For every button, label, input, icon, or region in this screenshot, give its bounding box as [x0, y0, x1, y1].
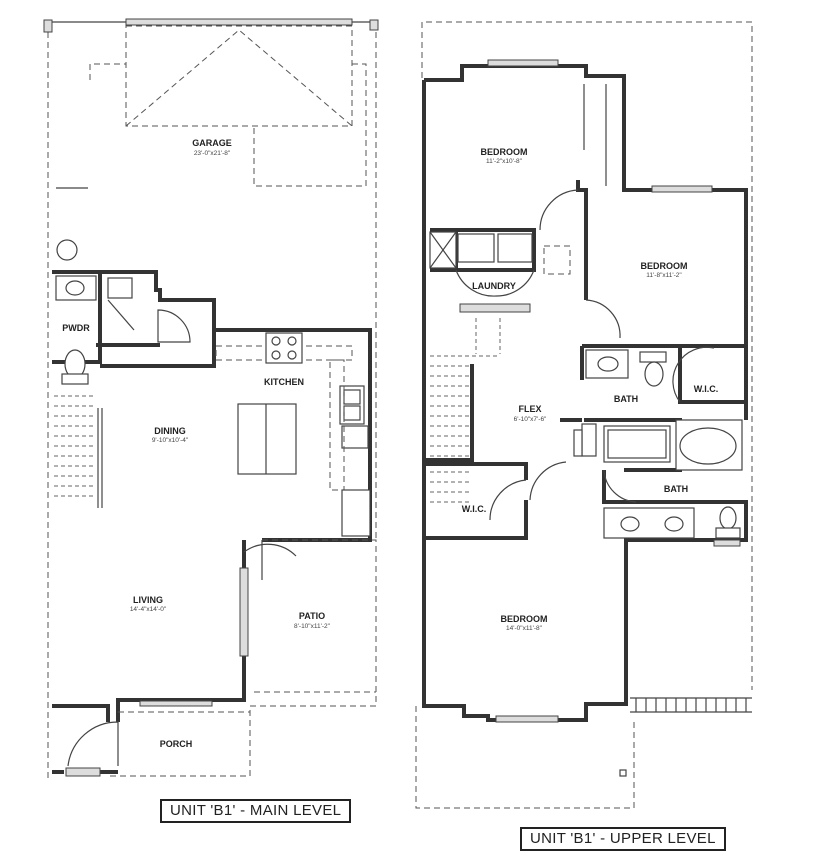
patio-label: PATIO — [299, 611, 325, 621]
garage-label: GARAGE — [192, 138, 232, 148]
upper-level-fixtures — [429, 84, 743, 539]
pwdr-fixtures — [55, 275, 133, 385]
garage-dim: 23'-0"x21'-8" — [194, 150, 231, 157]
main-level-stairs — [54, 395, 96, 497]
bath-1-label: BATH — [614, 394, 638, 404]
garage-outline — [56, 25, 367, 261]
upper-level-labels: BEDROOM 11'-2"x10'-8" BEDROOM 11'-8"x11'… — [462, 147, 719, 632]
main-level-doors — [65, 299, 297, 777]
bedroom-2-label: BEDROOM — [641, 261, 688, 271]
laundry-label: LAUNDRY — [472, 281, 516, 291]
wic-1-label: W.I.C. — [694, 384, 719, 394]
living-dim: 14'-4"x14'-0" — [130, 606, 167, 613]
pwdr-label: PWDR — [62, 323, 90, 333]
dining-label: DINING — [154, 426, 186, 436]
kitchen-label: KITCHEN — [264, 377, 304, 387]
bedroom-1-dim: 11'-2"x10'-8" — [486, 158, 523, 165]
patio-dim: 8'-10"x11'-2" — [294, 623, 331, 630]
main-level-walls — [52, 270, 372, 774]
bedroom-3-label: BEDROOM — [501, 614, 548, 624]
wic-2-label: W.I.C. — [462, 504, 487, 514]
bedroom-3-dim: 14'-0"x11'-8" — [506, 625, 543, 632]
kitchen-fixtures — [215, 332, 371, 537]
porch-label: PORCH — [160, 739, 193, 749]
dining-dim: 9'-10"x10'-4" — [152, 437, 189, 444]
upper-level-plan: BEDROOM 11'-2"x10'-8" BEDROOM 11'-8"x11'… — [415, 21, 753, 809]
main-level-labels: GARAGE 23'-0"x21'-8" PWDR KITCHEN DINING… — [62, 138, 330, 749]
flex-label: FLEX — [518, 404, 541, 414]
upper-level-outline — [415, 21, 753, 809]
main-level-title: UNIT 'B1' - MAIN LEVEL — [160, 799, 352, 823]
bedroom-1-label: BEDROOM — [481, 147, 528, 157]
bath-2-label: BATH — [664, 484, 688, 494]
main-level-outline — [43, 18, 379, 782]
main-level-plan: GARAGE 23'-0"x21'-8" PWDR KITCHEN DINING… — [43, 18, 379, 782]
flex-dim: 6'-10"x7'-6" — [514, 416, 547, 423]
balcony-railing — [619, 697, 752, 777]
upper-level-title: UNIT 'B1' - UPPER LEVEL — [520, 827, 726, 851]
patio-porch-outline — [110, 539, 377, 777]
upper-level-stairs — [430, 318, 501, 503]
upper-level-doors — [455, 59, 741, 723]
living-label: LIVING — [133, 595, 163, 605]
bedroom-2-dim: 11'-8"x11'-2" — [646, 272, 682, 279]
